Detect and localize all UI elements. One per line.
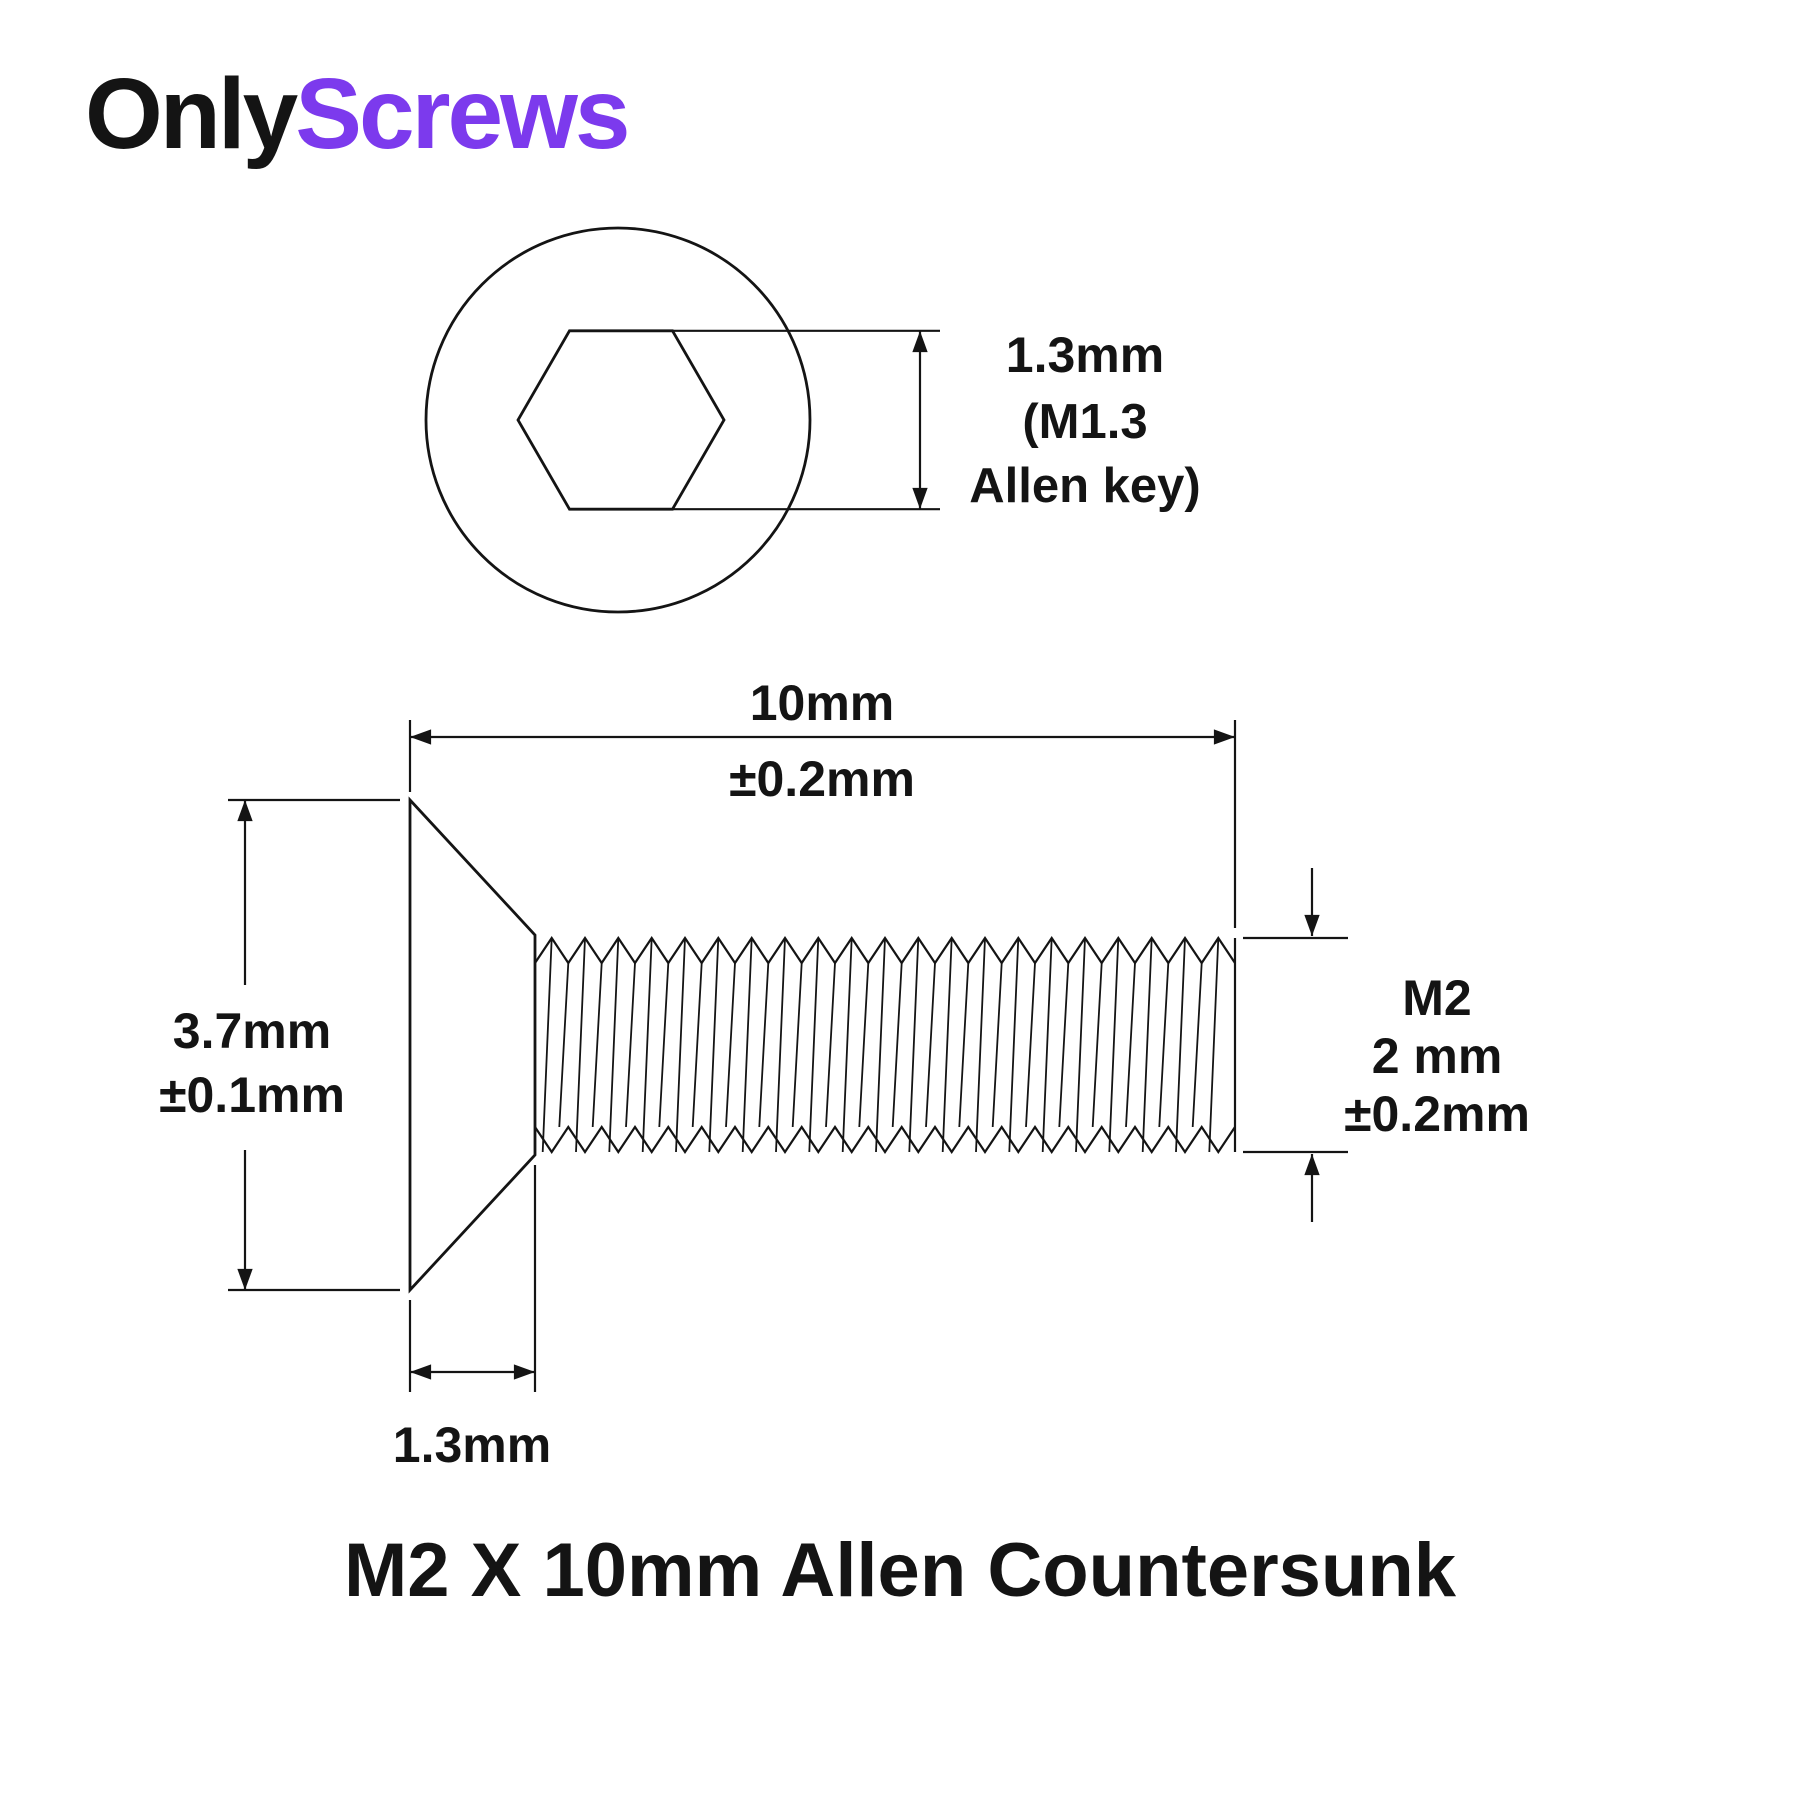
drawing-caption: M2 X 10mm Allen Countersunk <box>344 1528 1457 1613</box>
thread-diameter-label: 2 mm <box>1372 1028 1503 1084</box>
thread-top-profile <box>534 936 1236 965</box>
length-value-label: 10mm <box>750 675 895 731</box>
length-dimension: 10mm ±0.2mm <box>408 675 1237 928</box>
socket-note-line2: Allen key) <box>969 459 1200 513</box>
socket-dimension: 1.3mm (M1.3 Allen key) <box>672 327 1201 513</box>
thread-diameter-dimension: M2 2 mm ±0.2mm <box>1243 868 1530 1222</box>
socket-size-label: 1.3mm <box>1006 327 1164 383</box>
thread-flank-lines <box>541 937 1220 1153</box>
thread-tolerance-label: ±0.2mm <box>1344 1086 1530 1142</box>
head-thickness-value-label: 1.3mm <box>393 1417 551 1473</box>
head-thickness-dimension: 1.3mm <box>393 1165 551 1473</box>
thread-bottom-profile <box>534 1125 1236 1154</box>
thread-designation-label: M2 <box>1402 970 1471 1026</box>
socket-note-line1: (M1.3 <box>1022 395 1147 449</box>
brand-logo-only: Only <box>85 58 299 170</box>
length-tolerance-label: ±0.2mm <box>729 751 915 807</box>
brand-logo-screws: Screws <box>295 58 627 170</box>
countersunk-head-outline <box>408 796 537 1294</box>
head-height-value-label: 3.7mm <box>173 1003 331 1059</box>
brand-logo: OnlyScrews <box>85 58 628 170</box>
head-height-dimension: 3.7mm ±0.1mm <box>159 798 400 1292</box>
head-top-view <box>424 226 812 614</box>
screw-side-view <box>408 796 1237 1294</box>
head-height-tolerance-label: ±0.1mm <box>159 1067 345 1123</box>
